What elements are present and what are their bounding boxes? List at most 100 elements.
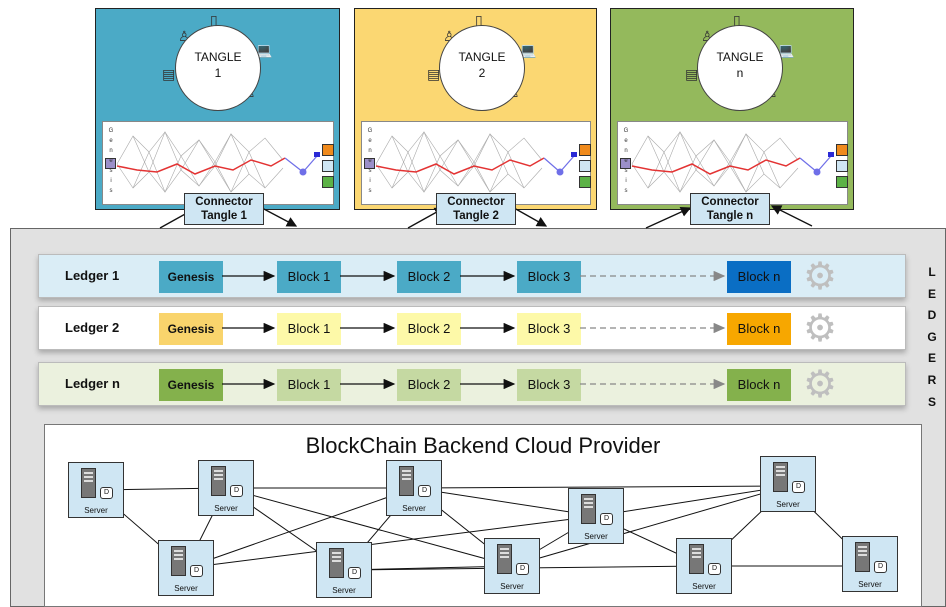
genesis-letter: s (368, 188, 372, 194)
server-node: D Server (68, 462, 124, 518)
legend-green (836, 176, 848, 188)
server-label: Server (500, 582, 524, 591)
database-icon: D (600, 513, 613, 525)
server-label: Server (584, 532, 608, 541)
legend-blue (322, 160, 334, 172)
database-icon: D (708, 563, 721, 575)
genesis-letter: G (367, 128, 373, 134)
block-3: Block 3 (517, 313, 581, 345)
ledgers-letter: R (927, 372, 937, 387)
ledger-name: Ledger n (65, 376, 120, 391)
genesis-letter: e (109, 138, 113, 144)
server-tower-icon (855, 542, 870, 572)
genesis-letter: n (109, 148, 113, 154)
tangle-graph: G e n e s i s (617, 121, 848, 205)
tangle-title: TANGLE (716, 50, 764, 64)
tangle-graph-svg (631, 131, 834, 193)
block-1: Block 1 (277, 313, 341, 345)
database-icon: D (100, 487, 113, 499)
genesis-letter: i (369, 178, 371, 184)
block-n: Block n (727, 369, 791, 401)
genesis-block: Genesis (159, 313, 223, 345)
connector-label: Connector (701, 196, 759, 208)
genesis-letter: e (109, 158, 113, 164)
tangle-node: TANGLE 2 (439, 25, 525, 111)
genesis-letter: i (625, 178, 627, 184)
connector-sublabel: Tangle 1 (201, 210, 247, 222)
gear-icon: ⚙ (803, 308, 838, 350)
gear-icon: ⚙ (803, 256, 838, 298)
gear-icon: ⚙ (803, 364, 838, 406)
tangle-panel-n: ▯ ♙ 💻 ▤ ♙ ● TANGLE n G e n e s i (610, 8, 854, 210)
legend-green (322, 176, 334, 188)
genesis-letter: n (368, 148, 372, 154)
tangle-index: n (736, 66, 744, 80)
genesis-vertical-label: G e n e s i s (366, 126, 374, 196)
server-label: Server (214, 504, 238, 513)
block-2: Block 2 (397, 261, 461, 293)
server-node: D Server (484, 538, 540, 594)
server-tower-icon (689, 544, 704, 574)
genesis-vertical-label: G e n e s i s (622, 126, 630, 196)
server-label: Server (402, 504, 426, 513)
genesis-letter: G (108, 128, 114, 134)
tangle-node: TANGLE n (697, 25, 783, 111)
database-icon: D (190, 565, 203, 577)
tangle-index: 2 (478, 66, 486, 80)
genesis-letter: s (368, 168, 372, 174)
legend-orange (322, 144, 334, 156)
genesis-letter: s (109, 168, 113, 174)
server-label: Server (84, 506, 108, 515)
cloud-title: BlockChain Backend Cloud Provider (305, 433, 661, 458)
ledgers-side-label: L E D G E R S (925, 262, 939, 413)
phone-icon: ▯ (210, 12, 218, 28)
block-2: Block 2 (397, 313, 461, 345)
server-node: D Server (386, 460, 442, 516)
block-2: Block 2 (397, 369, 461, 401)
database-icon: D (792, 481, 805, 493)
server-node: D Server (568, 488, 624, 544)
genesis-block: Genesis (159, 261, 223, 293)
block-n: Block n (727, 313, 791, 345)
server-node: D Server (676, 538, 732, 594)
phone-icon: ▯ (733, 12, 741, 28)
connector-sublabel: Tangle n (706, 210, 754, 222)
ledger-arrows (222, 270, 726, 390)
block-3: Block 3 (517, 369, 581, 401)
server-label: Server (332, 586, 356, 595)
tip-path (375, 157, 545, 175)
connector-tangle-1: Connector Tangle 1 (184, 193, 264, 225)
genesis-letter: n (624, 148, 628, 154)
genesis-letter: s (624, 168, 628, 174)
genesis-letter: G (623, 128, 629, 134)
tangle-node: TANGLE 1 (175, 25, 261, 111)
genesis-letter: e (624, 138, 628, 144)
tangle-graph-svg (375, 131, 577, 193)
legend-green (579, 176, 591, 188)
block-3: Block 3 (517, 261, 581, 293)
block-1: Block 1 (277, 261, 341, 293)
server-node: D Server (158, 540, 214, 596)
laptop-icon: 💻 (255, 42, 273, 58)
genesis-node (105, 158, 116, 169)
database-icon: D (348, 567, 361, 579)
genesis-letter: i (110, 178, 112, 184)
legend-orange (579, 144, 591, 156)
genesis-letter: e (368, 138, 372, 144)
server-label: Server (692, 582, 716, 591)
tip-path (116, 157, 286, 175)
connector-tangle-2: Connector Tangle 2 (436, 193, 516, 225)
genesis-letter: s (624, 188, 628, 194)
genesis-letter: e (368, 158, 372, 164)
connector-sublabel: Tangle 2 (453, 210, 499, 222)
tangle-title: TANGLE (458, 50, 506, 64)
server-tower-icon (581, 494, 596, 524)
database-icon: D (874, 561, 887, 573)
database-icon: D (230, 485, 243, 497)
server-label: Server (776, 500, 800, 509)
server-node: D Server (760, 456, 816, 512)
server-tower-icon (773, 462, 788, 492)
genesis-letter: s (109, 188, 113, 194)
ledgers-letter: E (927, 286, 936, 301)
